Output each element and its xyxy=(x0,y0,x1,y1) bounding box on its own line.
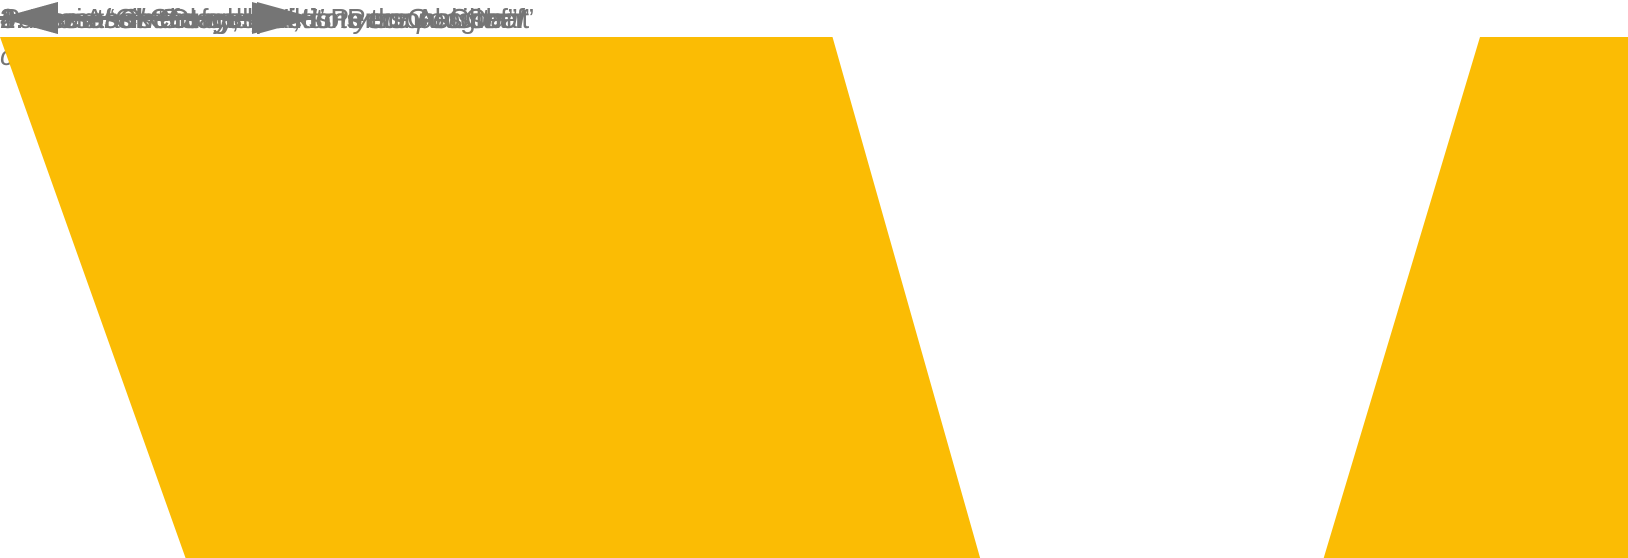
arrow-left-action-to-assistant-icon xyxy=(0,2,315,34)
